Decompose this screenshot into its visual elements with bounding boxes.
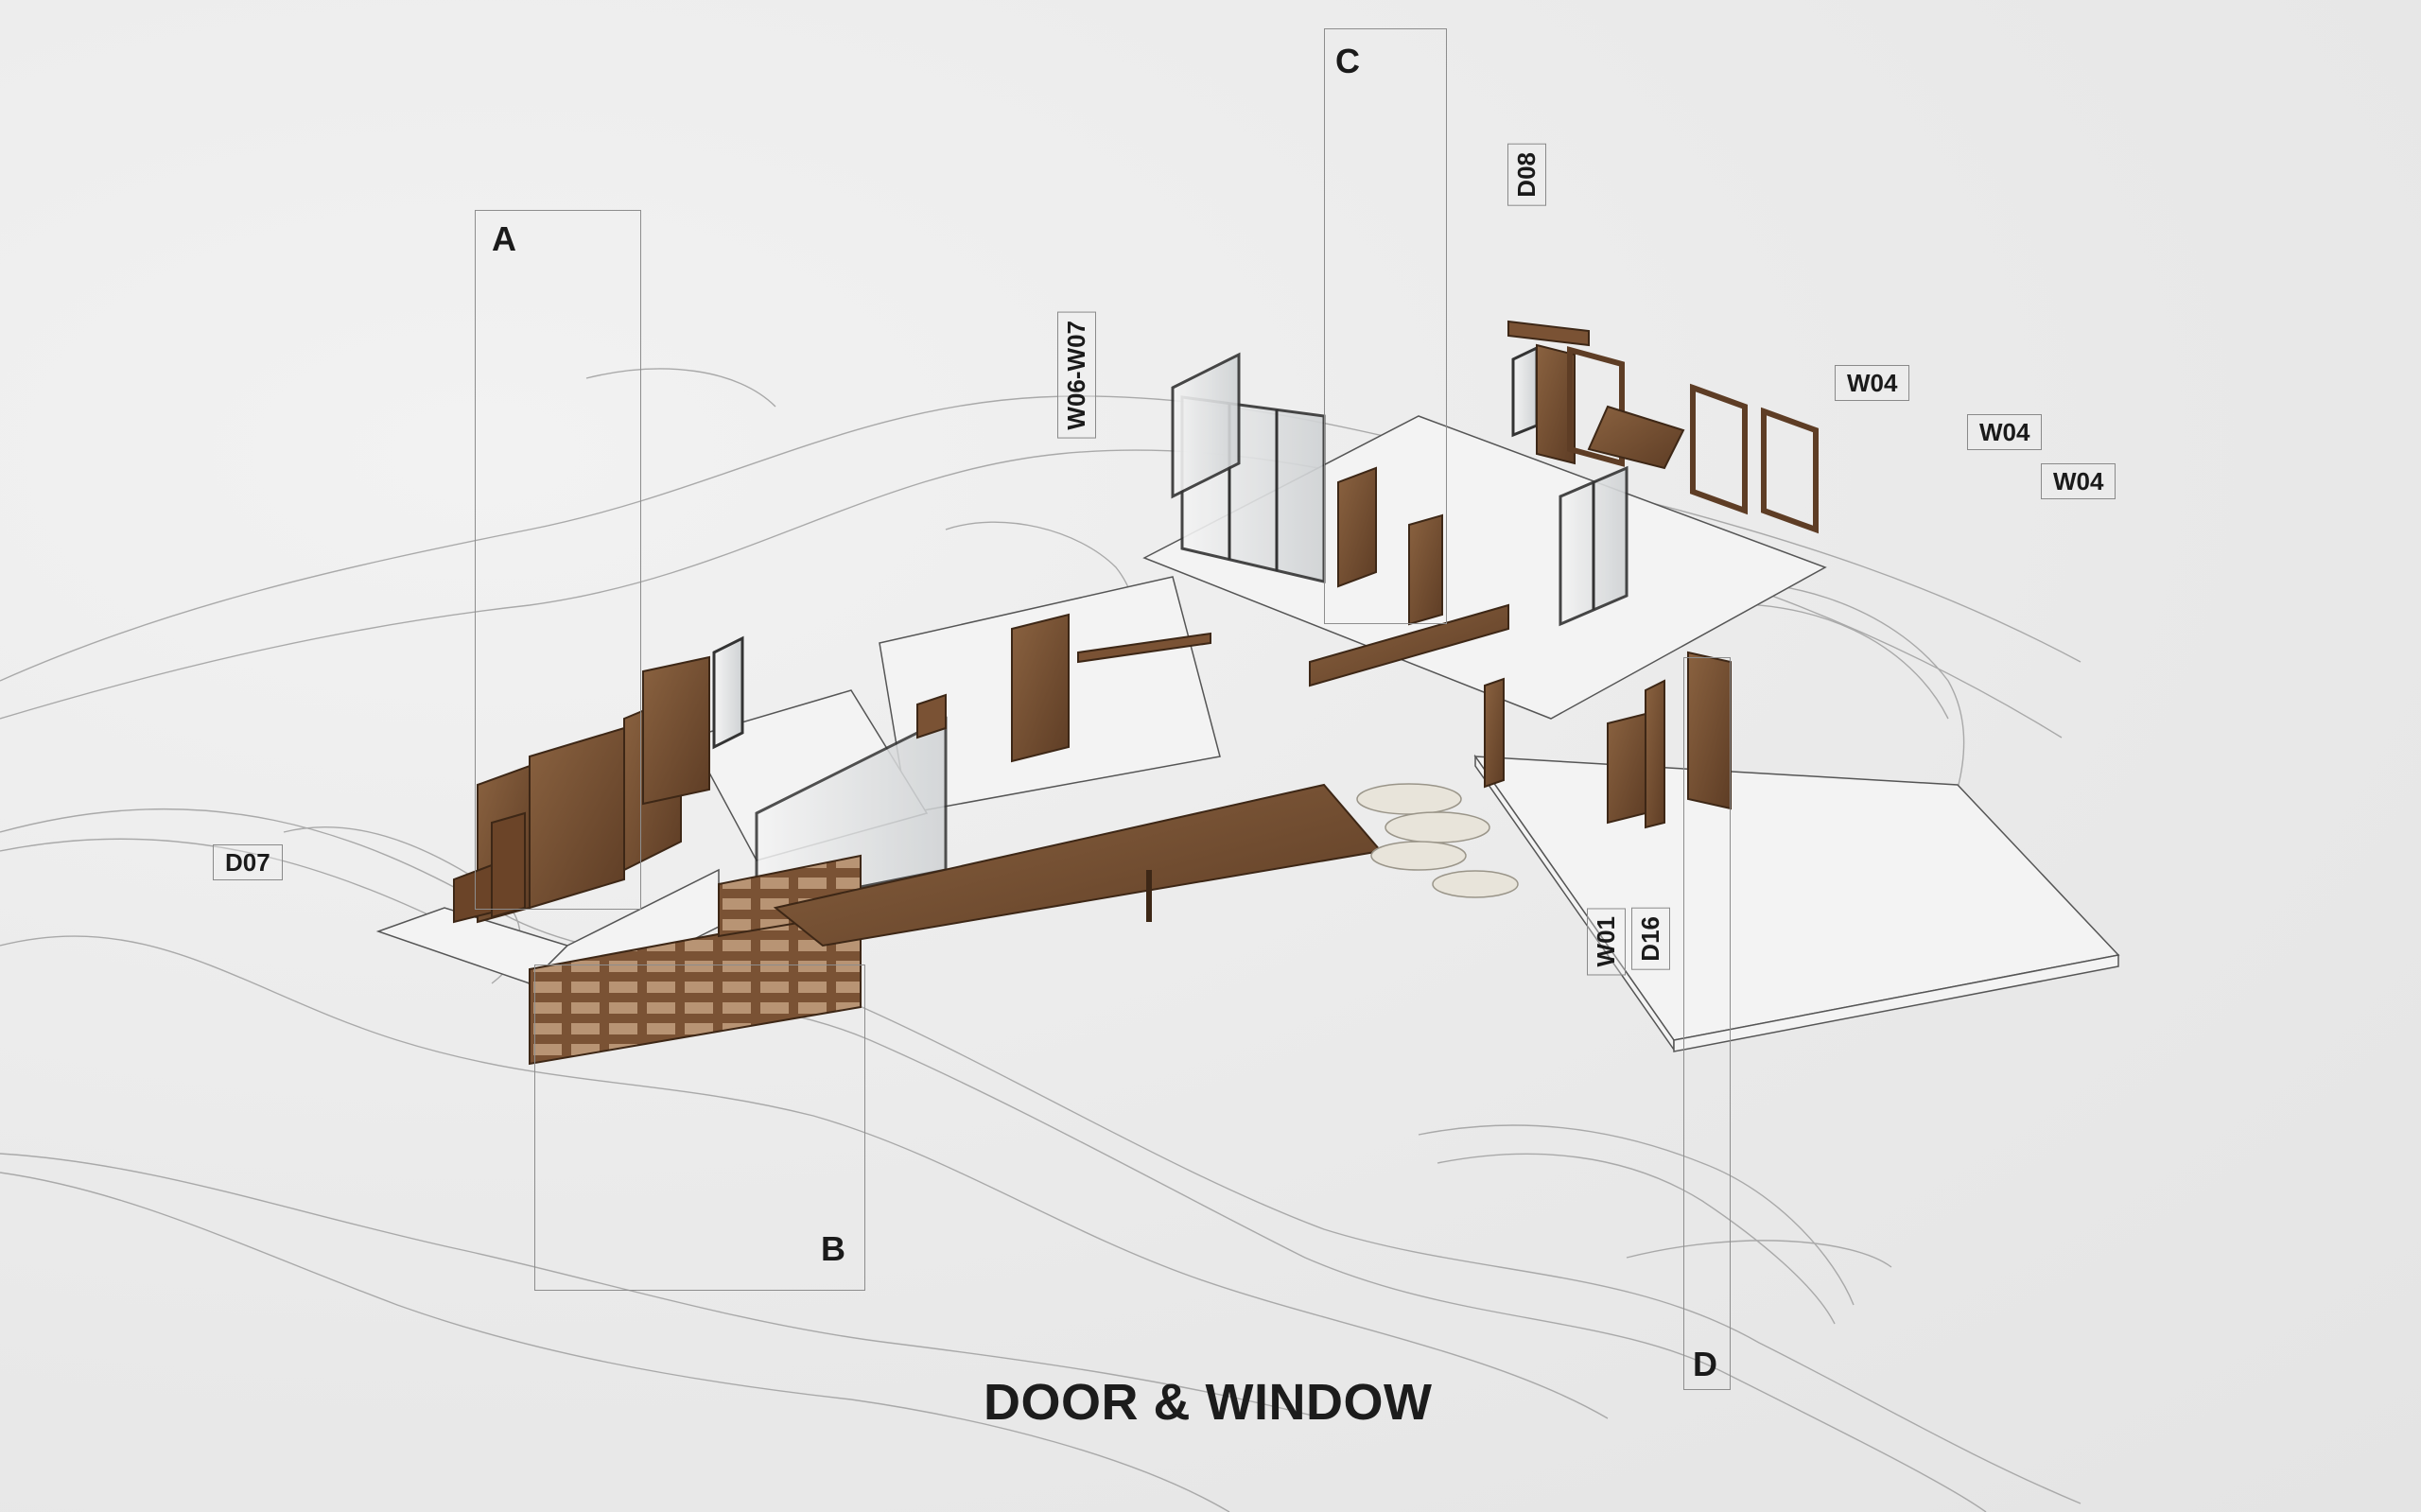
zone-a-frame — [475, 210, 641, 910]
floor-slabs — [375, 415, 2120, 1052]
tag-w06-w07: W06-W07 — [1057, 312, 1096, 439]
wooden-elements — [453, 320, 1819, 1066]
zone-d-frame — [1683, 657, 1731, 1390]
zone-c-frame — [1324, 28, 1447, 624]
tag-w04-1: W04 — [1835, 365, 1910, 401]
zone-d-label: D — [1693, 1345, 1717, 1383]
tag-d08: D08 — [1507, 144, 1546, 206]
tag-w04-3: W04 — [2041, 463, 2116, 499]
zone-a-label: A — [492, 219, 516, 258]
zone-b-label: B — [821, 1229, 845, 1268]
stone-steps — [1356, 783, 1519, 898]
zone-b-frame — [534, 965, 865, 1291]
page-title: DOOR & WINDOW — [984, 1374, 1433, 1431]
glass-panels — [712, 345, 1629, 910]
tag-d07: D07 — [213, 844, 283, 880]
zone-c-label: C — [1335, 42, 1360, 80]
tag-w04-2: W04 — [1967, 414, 2043, 450]
tag-d16: D16 — [1631, 908, 1670, 970]
tag-w01: W01 — [1587, 908, 1626, 976]
